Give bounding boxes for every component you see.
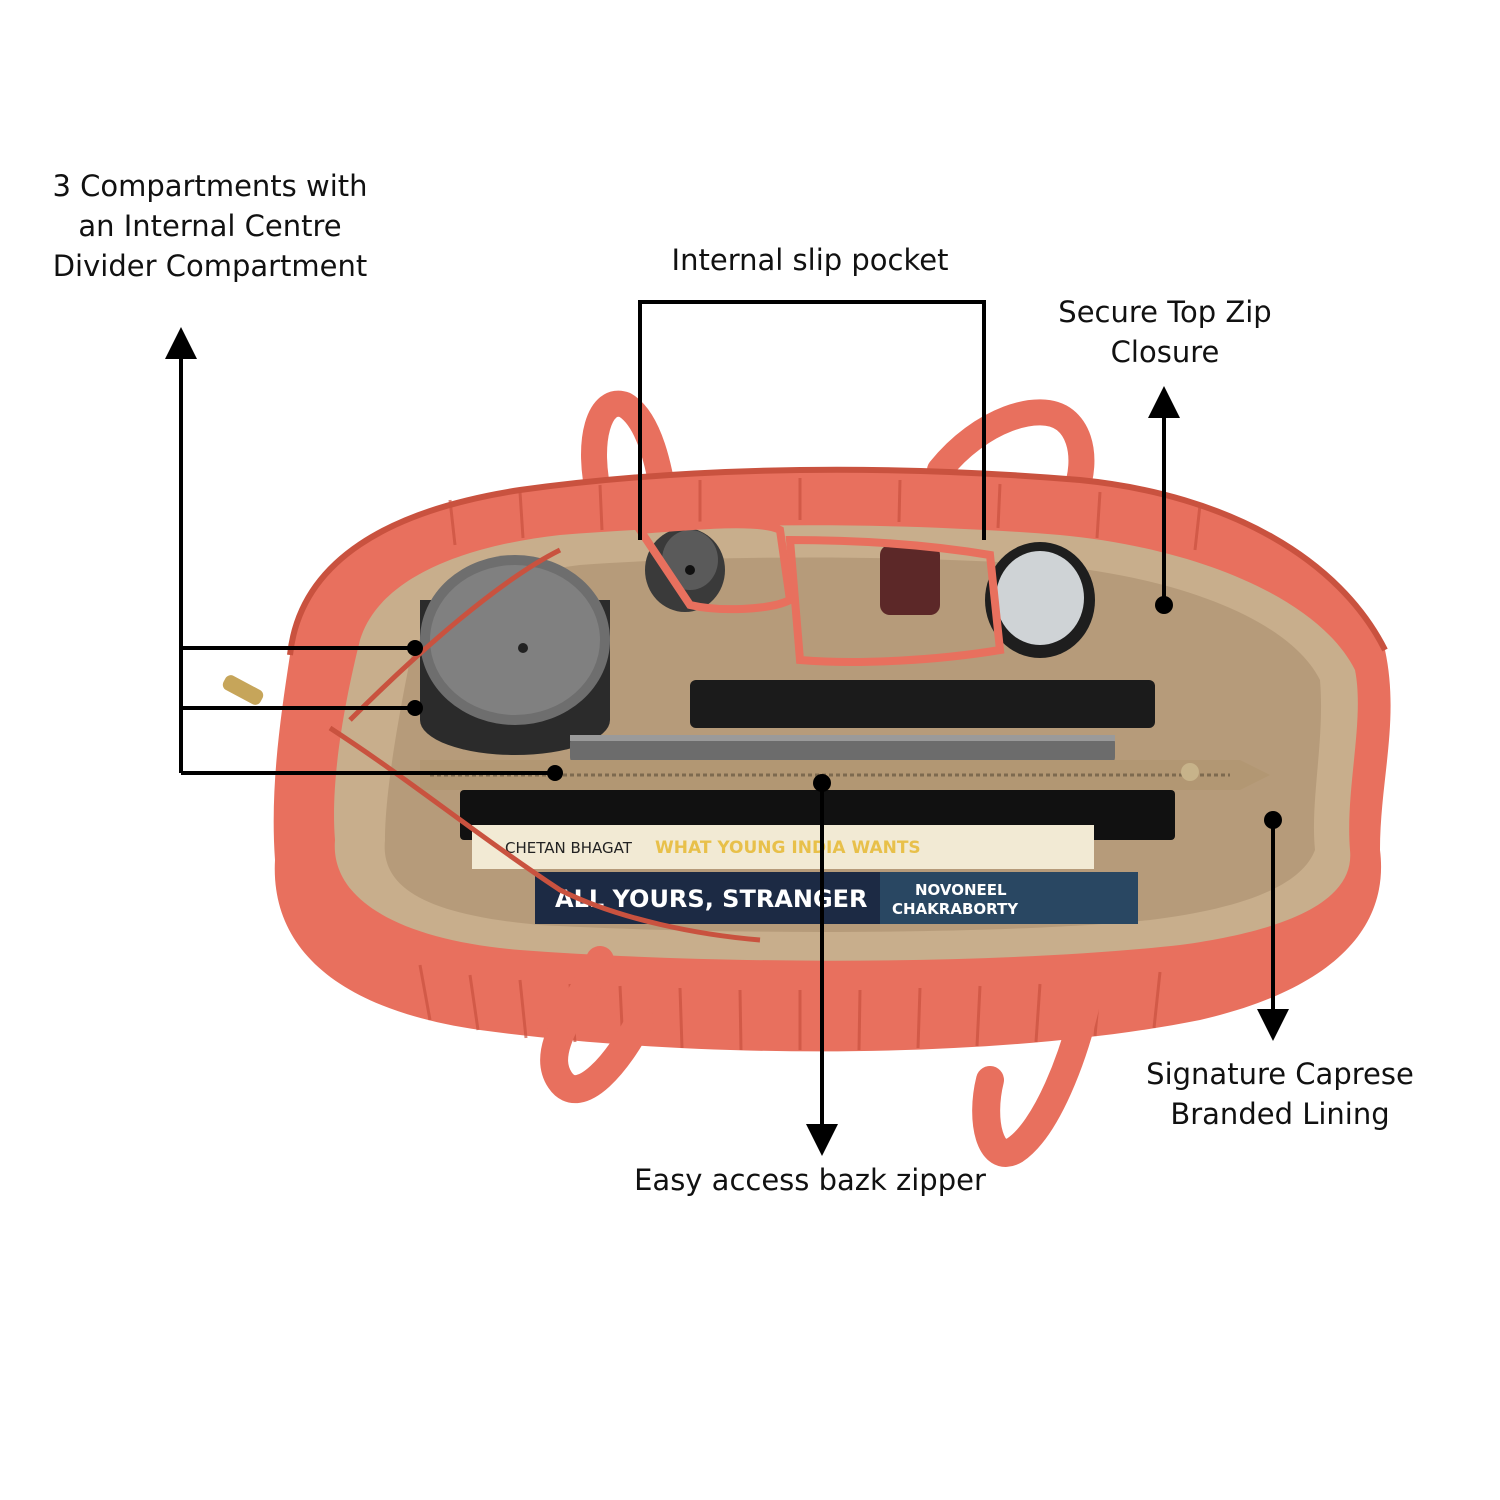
compartment-dot-1: [407, 640, 423, 656]
compartment-dot-3: [547, 765, 563, 781]
top-zip-dot: [1155, 596, 1173, 614]
book2-author-last: CHAKRABORTY: [892, 900, 1019, 918]
books: [472, 825, 1138, 924]
slip-pocket-items: [632, 520, 1095, 666]
book1-author: CHETAN BHAGAT: [505, 839, 633, 857]
front-handles: [540, 946, 1104, 1167]
callout-slip-pocket: Internal slip pocket: [671, 243, 949, 277]
back-zipper-dot: [813, 774, 831, 792]
annotation-lines: [165, 300, 1289, 1156]
book1-title: WHAT YOUNG INDIA WANTS: [655, 838, 921, 858]
inner-zipper-band: [420, 760, 1270, 790]
callout-lining: Signature Caprese Branded Lining: [1146, 1057, 1414, 1131]
slip-pocket-bracket: [638, 300, 986, 540]
lining-dot: [1264, 811, 1282, 829]
callout-compartments: 3 Compartments with an Internal Centre D…: [52, 169, 368, 283]
callout-back-zipper: Easy access bazk zipper: [634, 1163, 986, 1197]
compartment-dot-2: [407, 700, 423, 716]
book2-author-first: NOVONEEL: [915, 881, 1007, 899]
callout-top-zip: Secure Top Zip Closure: [1058, 295, 1272, 369]
canister: [420, 555, 610, 755]
annotation-dots: [407, 596, 1282, 829]
